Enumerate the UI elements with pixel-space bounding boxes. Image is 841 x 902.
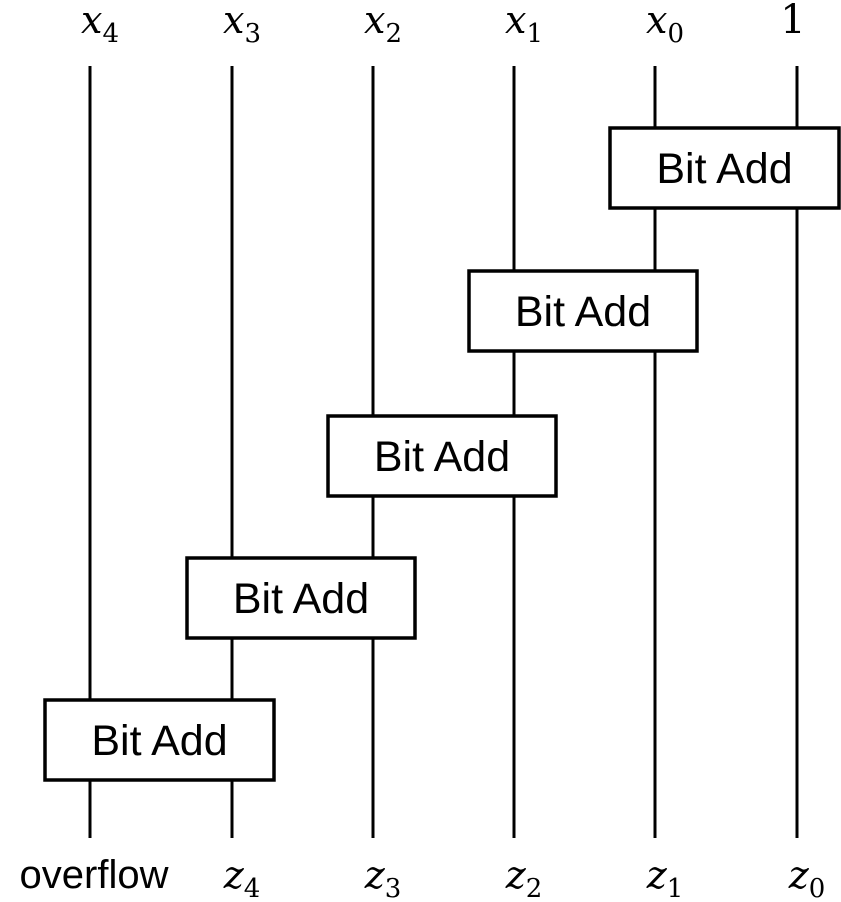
input-label-3: x1 [505,0,543,49]
gate-label: Bit Add [91,717,227,765]
bit-add-gate: Bit Add [467,269,699,353]
gate-box [185,556,417,640]
input-var-subscript: 1 [526,19,543,49]
output-var-base: z [364,853,386,897]
input-var-subscript: 0 [667,19,684,49]
gate-box [43,698,276,782]
bit-add-gate: Bit Add [326,414,558,498]
output-var-subscript: 4 [244,874,261,902]
output-var-base: z [505,853,527,897]
output-var-subscript: 0 [809,874,826,902]
gate-label: Bit Add [515,288,651,336]
bit-add-gate: Bit Add [43,698,276,782]
input-label-2: x2 [364,0,402,49]
input-var-base: x [364,0,385,42]
gate-label: Bit Add [656,145,792,193]
bit-add-gate: Bit Add [608,126,841,210]
input-var-base: x [223,0,244,42]
overflow-label: overflow [20,853,169,897]
gate-box [326,414,558,498]
output-var-subscript: 2 [526,874,543,902]
output-var-subscript: 1 [667,874,684,902]
gate-label: Bit Add [233,575,369,623]
output-var-base: z [223,853,245,897]
output-label-5: z0 [788,853,826,902]
gate-box [608,126,841,210]
input-var-base: x [646,0,667,42]
output-label-2: z3 [364,853,402,902]
gate-box [467,269,699,353]
input-var-subscript: 3 [244,19,261,49]
output-label-4: z1 [646,853,684,902]
output-var-base: z [788,853,810,897]
input-var-subscript: 2 [385,19,402,49]
input-var-subscript: 4 [102,19,119,49]
input-label-1: x3 [223,0,261,49]
bit-add-gate: Bit Add [185,556,417,640]
output-label-1: z4 [223,853,261,902]
input-var-base: x [505,0,526,42]
input-var-base: x [81,0,102,42]
input-label-0: x4 [81,0,119,49]
input-label-4: x0 [646,0,684,49]
gate-label: Bit Add [374,433,510,481]
output-label-3: z2 [505,853,543,902]
input-label-5: 1 [780,0,805,43]
output-var-base: z [646,853,668,897]
output-var-subscript: 3 [385,874,402,902]
